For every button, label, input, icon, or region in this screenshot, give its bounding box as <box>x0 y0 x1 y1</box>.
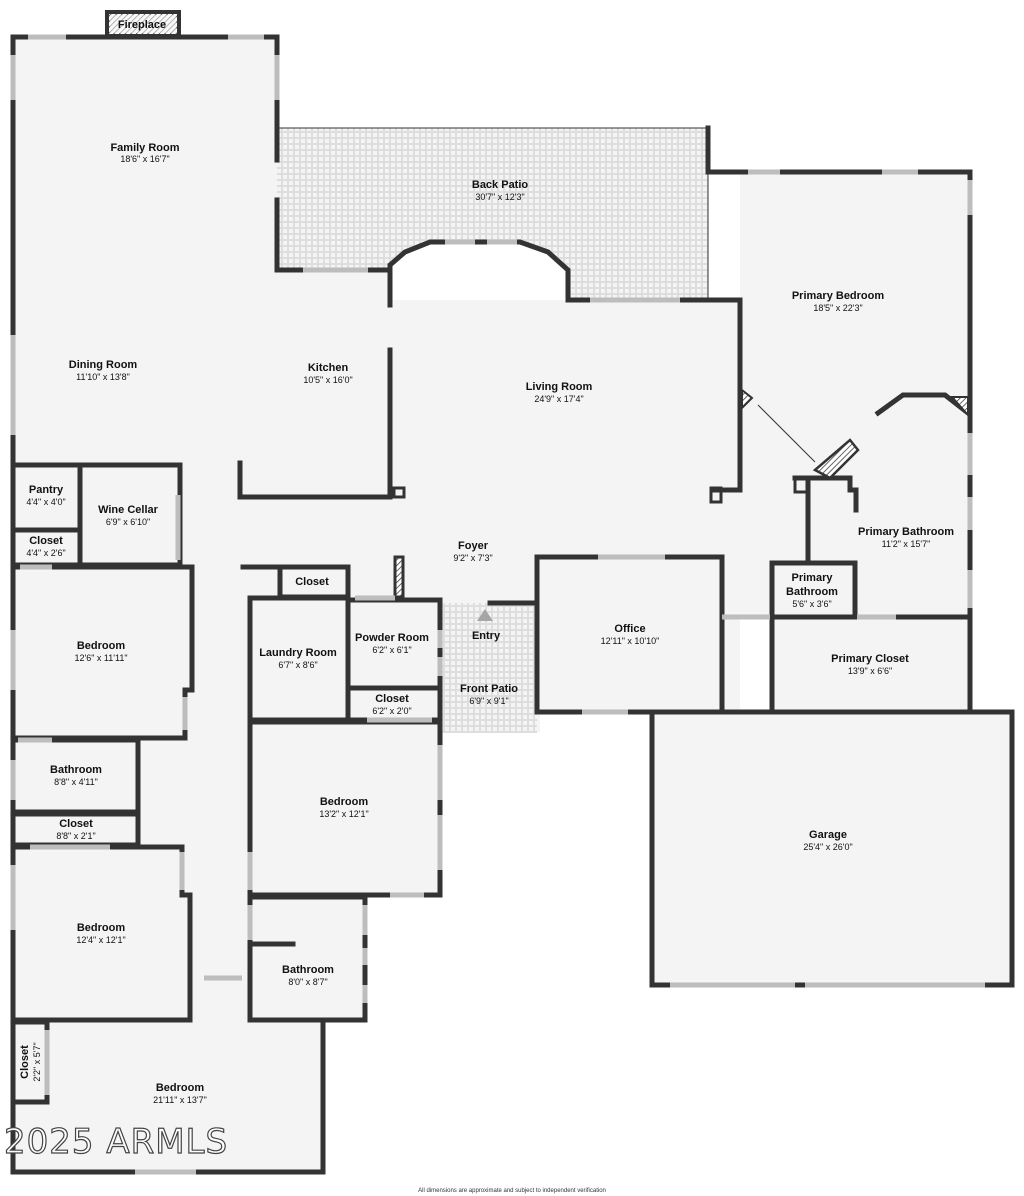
bathroom-1-name: Bathroom <box>50 764 102 776</box>
kitchen-dim: 10'5" x 16'0" <box>303 375 352 385</box>
closet-bath-name: Closet <box>59 818 93 830</box>
bedroom-4-dim: 21'11" x 13'7" <box>153 1095 207 1105</box>
front-patio-dim: 6'9" x 9'1" <box>469 696 508 706</box>
laundry-room-dim: 6'7" x 8'6" <box>278 660 317 670</box>
entry-arrow-icon <box>477 609 493 621</box>
garage-name: Garage <box>809 829 847 841</box>
closet-vertical-name: Closet <box>19 1045 31 1079</box>
closet-powder-dim: 6'2" x 2'0" <box>372 706 411 716</box>
pantry-name: Pantry <box>29 484 64 496</box>
family-room-dim: 18'6" x 16'7" <box>120 154 169 164</box>
room-labels: Fireplace Family Room 18'6" x 16'7" Back… <box>19 19 954 1105</box>
footnote: All dimensions are approximate and subje… <box>418 1188 606 1194</box>
laundry-room-name: Laundry Room <box>259 647 337 659</box>
back-patio-dim: 30'7" x 12'3" <box>475 192 524 202</box>
bathroom-1-dim: 8'8" x 4'11" <box>54 777 98 787</box>
back-patio-floor <box>277 128 708 300</box>
entry-name: Entry <box>472 630 501 642</box>
back-patio-name: Back Patio <box>472 179 529 191</box>
kitchen-name: Kitchen <box>308 362 349 374</box>
closet-laundry-name: Closet <box>295 576 329 588</box>
primary-bedroom-dim: 18'5" x 22'3" <box>813 303 862 313</box>
windows <box>10 34 985 1175</box>
closet-bath-dim: 8'8" x 2'1" <box>56 831 95 841</box>
foyer-dim: 9'2" x 7'3" <box>453 553 492 563</box>
primary-closet-name: Primary Closet <box>831 653 909 665</box>
bedroom-3-dim: 12'4" x 12'1" <box>76 935 125 945</box>
office-name: Office <box>614 623 645 635</box>
primary-bathroom-small-name-2: Bathroom <box>786 586 838 598</box>
primary-bathroom-dim: 11'2" x 15'7" <box>882 539 931 549</box>
bathroom-2-name: Bathroom <box>282 964 334 976</box>
bedroom-4-name: Bedroom <box>156 1082 205 1094</box>
fireplace-label: Fireplace <box>118 19 166 31</box>
powder-room-name: Powder Room <box>355 632 429 644</box>
living-room-name: Living Room <box>526 381 593 393</box>
bedroom-3-name: Bedroom <box>77 922 126 934</box>
primary-closet-dim: 13'9" x 6'6" <box>848 666 892 676</box>
bedroom-2-name: Bedroom <box>320 796 369 808</box>
garage-dim: 25'4" x 26'0" <box>803 842 852 852</box>
pantry-dim: 4'4" x 4'0" <box>26 497 65 507</box>
family-room-name: Family Room <box>110 142 179 154</box>
closet-vertical-dim: 2'2" x 5'7" <box>32 1042 42 1081</box>
bedroom-1-name: Bedroom <box>77 640 126 652</box>
primary-bedroom-name: Primary Bedroom <box>792 290 885 302</box>
bedroom-1-dim: 12'6" x 11'11" <box>74 653 127 663</box>
living-room-dim: 24'9" x 17'4" <box>534 394 583 404</box>
primary-bathroom-small-name-1: Primary <box>792 572 834 584</box>
closet-hall-name: Closet <box>29 535 63 547</box>
watermark: 2025 ARMLS <box>4 1122 228 1162</box>
closet-hall-dim: 4'4" x 2'6" <box>26 548 65 558</box>
front-patio-name: Front Patio <box>460 683 518 695</box>
closet-powder-name: Closet <box>375 693 409 705</box>
foyer-name: Foyer <box>458 540 489 552</box>
office-dim: 12'11" x 10'10" <box>601 636 660 646</box>
front-patio-floor <box>440 603 537 733</box>
primary-bathroom-small-dim: 5'6" x 3'6" <box>792 599 831 609</box>
wine-cellar-name: Wine Cellar <box>98 504 159 516</box>
dining-room-name: Dining Room <box>69 359 138 371</box>
wine-cellar-dim: 6'9" x 6'10" <box>106 517 150 527</box>
powder-room-dim: 6'2" x 6'1" <box>372 645 411 655</box>
dining-room-dim: 11'10" x 13'8" <box>76 372 130 382</box>
bedroom-2-dim: 13'2" x 12'1" <box>319 809 368 819</box>
walls <box>10 10 1015 1175</box>
primary-bathroom-name: Primary Bathroom <box>858 526 954 538</box>
bathroom-2-dim: 8'0" x 8'7" <box>288 977 327 987</box>
